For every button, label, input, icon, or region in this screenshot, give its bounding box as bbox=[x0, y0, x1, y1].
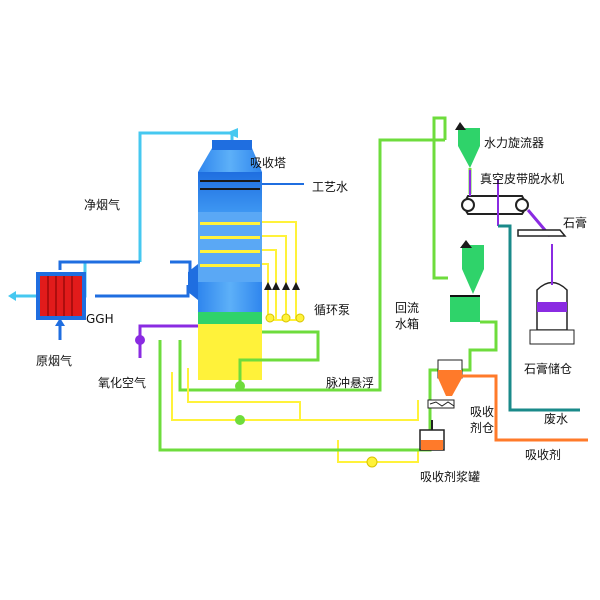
slurry-feed-pump bbox=[366, 456, 378, 468]
vacuum-filter-pipes bbox=[469, 170, 499, 226]
gypsum-silo bbox=[529, 244, 575, 345]
waste-water-label: 废水 bbox=[544, 412, 569, 426]
ggh-label: GGH bbox=[86, 312, 114, 326]
raw-flue-gas-label: 原烟气 bbox=[36, 354, 73, 368]
circulation-pump-lines bbox=[262, 221, 300, 321]
absorbent-label: 吸收剂 bbox=[525, 448, 562, 462]
absorbent-slurry-tank bbox=[419, 420, 445, 451]
screw-feeder bbox=[427, 399, 455, 409]
oxidation-air-blower bbox=[135, 335, 145, 345]
process-water-label: 工艺水 bbox=[312, 180, 349, 194]
pulse-pump bbox=[235, 381, 245, 391]
absorbent-bin bbox=[437, 359, 463, 396]
return-pump bbox=[235, 415, 245, 425]
return-water-tank-label: 回流水箱 bbox=[395, 301, 420, 331]
waste-water-line bbox=[498, 224, 580, 412]
raw-gas-arrow bbox=[55, 318, 65, 340]
return-water-tank bbox=[450, 240, 484, 322]
oxidation-air-line bbox=[138, 324, 198, 358]
hydrocyclone bbox=[455, 122, 480, 168]
oxidation-air-label: 氧化空气 bbox=[98, 376, 147, 390]
pulse-suspension-label: 脉冲悬浮 bbox=[326, 376, 375, 390]
gypsum-conveyor bbox=[517, 209, 567, 237]
circulation-pump-label: 循环泵 bbox=[314, 303, 351, 317]
return-water-lines bbox=[428, 320, 498, 400]
ggh-heat-exchanger bbox=[36, 272, 86, 320]
absorber-tower bbox=[188, 140, 262, 380]
gypsum-silo-label: 石膏储仓 bbox=[524, 362, 573, 376]
circulation-pumps bbox=[265, 313, 305, 323]
green-return-lines bbox=[158, 340, 432, 452]
vacuum-belt-filter bbox=[461, 195, 529, 215]
absorber-label: 吸收塔 bbox=[250, 156, 287, 170]
gypsum-label: 石膏 bbox=[563, 216, 588, 230]
clean-flue-gas-label: 净烟气 bbox=[84, 198, 121, 212]
slurry-tank-label: 吸收剂浆罐 bbox=[420, 470, 481, 484]
pump-arrows bbox=[264, 282, 300, 290]
absorbent-feed-line bbox=[462, 374, 588, 442]
absorbent-bin-label: 吸收剂仓 bbox=[470, 405, 495, 435]
hydrocyclone-label: 水力旋流器 bbox=[484, 136, 545, 150]
pulse-suspension-line bbox=[178, 138, 445, 392]
vacuum-belt-filter-label: 真空皮带脱水机 bbox=[480, 172, 565, 186]
